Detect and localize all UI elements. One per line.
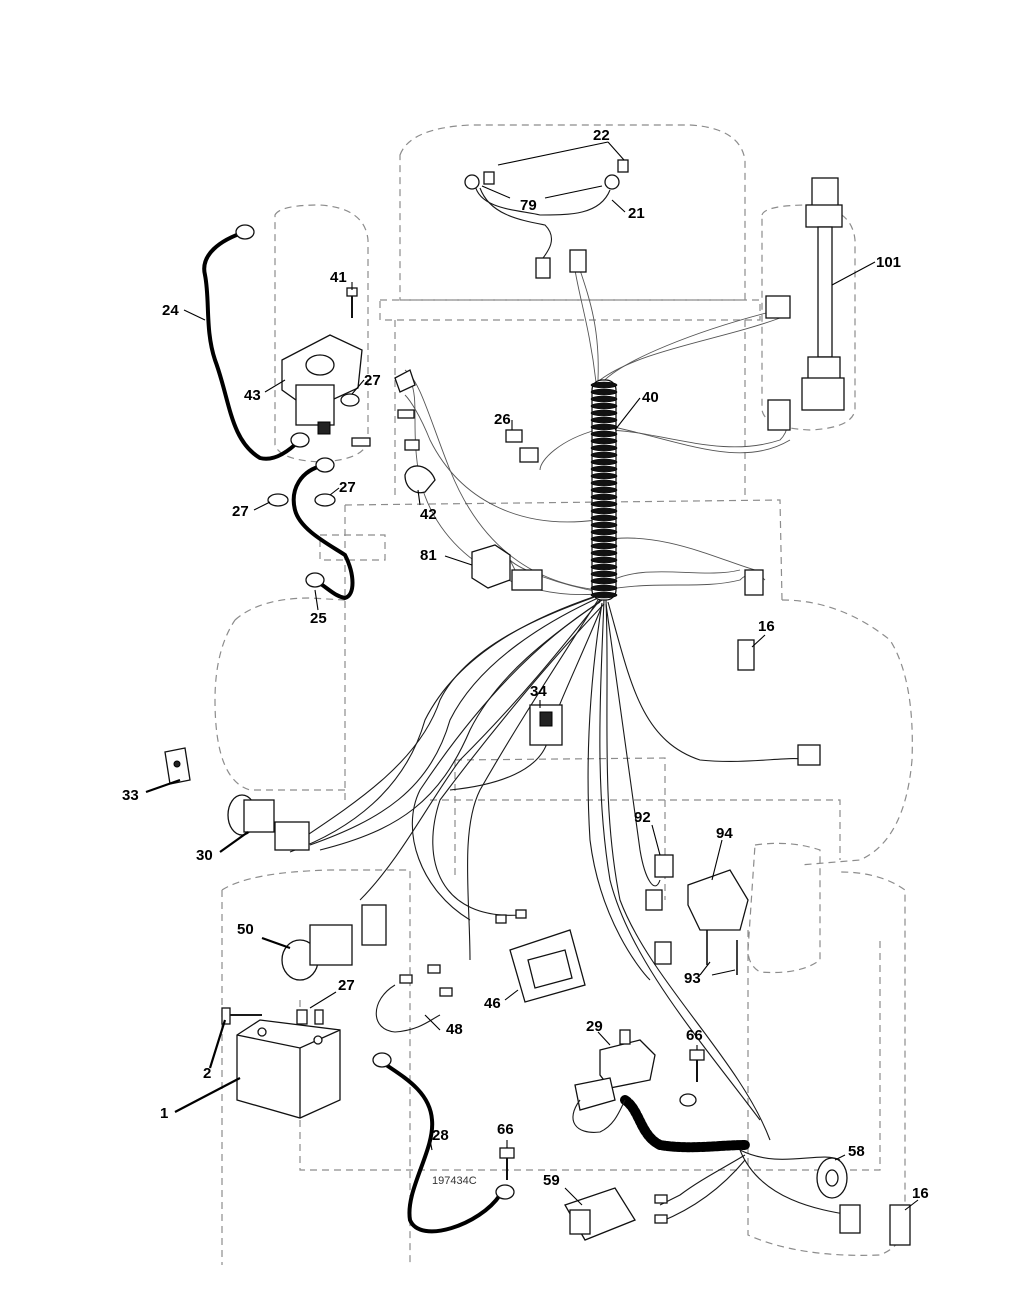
solenoid-43 (281, 334, 363, 435)
coil-ring (590, 486, 618, 494)
coil-ring (590, 493, 618, 501)
coil-ring (590, 591, 618, 599)
coil-ring (590, 570, 618, 578)
nut-27 (267, 393, 360, 1025)
switch-34 (529, 704, 563, 746)
callout-34: 34 (530, 683, 547, 700)
callout-50: 50 (237, 921, 254, 938)
callout-16-lower: 16 (912, 1185, 929, 1202)
callout-1: 1 (160, 1105, 168, 1122)
coil-ring (590, 472, 618, 480)
bolt-2 (221, 1007, 262, 1025)
callout-66-upper: 66 (686, 1027, 703, 1044)
callout-30: 30 (196, 847, 213, 864)
callout-40: 40 (642, 389, 659, 406)
connector-48 (375, 909, 527, 1033)
callout-42: 42 (420, 506, 437, 523)
coil-ring (590, 451, 618, 459)
callout-33: 33 (122, 787, 139, 804)
headlight-harness-21 (464, 159, 629, 279)
callout-81: 81 (420, 547, 437, 564)
key-33 (164, 747, 191, 785)
coil-ring (590, 444, 618, 452)
leader-lines (145, 141, 919, 1211)
callout-27-nut-right: 27 (339, 479, 356, 496)
coil-ring (590, 416, 618, 424)
coil-ring (590, 556, 618, 564)
bolt-41 (346, 287, 358, 318)
coil-ring (590, 430, 618, 438)
coil-ring (590, 514, 618, 522)
callout-21: 21 (628, 205, 645, 222)
callout-26: 26 (494, 411, 511, 428)
coil-ring (590, 458, 618, 466)
fuse-26 (505, 429, 539, 463)
module-94 (687, 869, 749, 975)
callout-27-battery: 27 (338, 977, 355, 994)
callouts: 22 79 21 101 41 24 43 27 40 26 27 27 42 … (122, 127, 929, 1202)
coil-ring (590, 465, 618, 473)
coil-ring (590, 584, 618, 592)
callout-79: 79 (520, 197, 537, 214)
coil-ring (590, 479, 618, 487)
coil-ring (590, 388, 618, 396)
spiral-wrap-40 (590, 379, 618, 601)
callout-29: 29 (586, 1018, 603, 1035)
relay-81 (471, 544, 543, 591)
battery-cable-28 (372, 1052, 515, 1234)
battery-cable-25 (291, 457, 355, 601)
coil-ring (590, 500, 618, 508)
callout-94: 94 (716, 825, 733, 842)
callout-22: 22 (593, 127, 610, 144)
battery-1 (236, 1019, 341, 1119)
callout-28: 28 (432, 1127, 449, 1144)
callout-46: 46 (484, 995, 501, 1012)
adapter-harness-101 (801, 177, 845, 411)
callout-43: 43 (244, 387, 261, 404)
coil-ring (590, 563, 618, 571)
callout-59: 59 (543, 1172, 560, 1189)
coil-ring (590, 521, 618, 529)
wire-harness (289, 269, 851, 1223)
connector-92 (645, 854, 674, 965)
ignition-module-59 (564, 1187, 668, 1241)
callout-27-nut-top: 27 (364, 372, 381, 389)
switch-29 (572, 1029, 656, 1133)
coil-ring (590, 507, 618, 515)
callout-66-lower: 66 (497, 1121, 514, 1138)
coil-ring (590, 395, 618, 403)
coil-ring (590, 402, 618, 410)
ignition-switch-30 (227, 794, 310, 851)
coil-ring (590, 409, 618, 417)
coil-ring (590, 437, 618, 445)
coil-ring (590, 542, 618, 550)
coil-ring (590, 528, 618, 536)
hour-meter-46 (509, 929, 586, 1003)
callout-16-upper: 16 (758, 618, 775, 635)
callout-27-nut-left: 27 (232, 503, 249, 520)
callout-48: 48 (446, 1021, 463, 1038)
coil-ring (590, 549, 618, 557)
callout-58: 58 (848, 1143, 865, 1160)
battery-cable-24 (202, 224, 310, 461)
callout-24: 24 (162, 302, 179, 319)
callout-93: 93 (684, 970, 701, 987)
callout-2: 2 (203, 1065, 211, 1082)
terminals-42 (351, 369, 436, 494)
screw-66 (499, 1049, 705, 1180)
coil-ring (590, 423, 618, 431)
light-switch-50 (281, 904, 387, 981)
connector-16 (737, 295, 911, 1246)
figure-id: 197434C (432, 1175, 477, 1187)
coil-ring (590, 381, 618, 389)
callout-92: 92 (634, 809, 651, 826)
callout-101: 101 (876, 254, 901, 271)
callout-25: 25 (310, 610, 327, 627)
sensor-58 (816, 1157, 848, 1199)
coil-harness-lower (620, 1095, 750, 1153)
coil-ring (590, 577, 618, 585)
coil-ring (590, 535, 618, 543)
callout-41: 41 (330, 269, 347, 286)
